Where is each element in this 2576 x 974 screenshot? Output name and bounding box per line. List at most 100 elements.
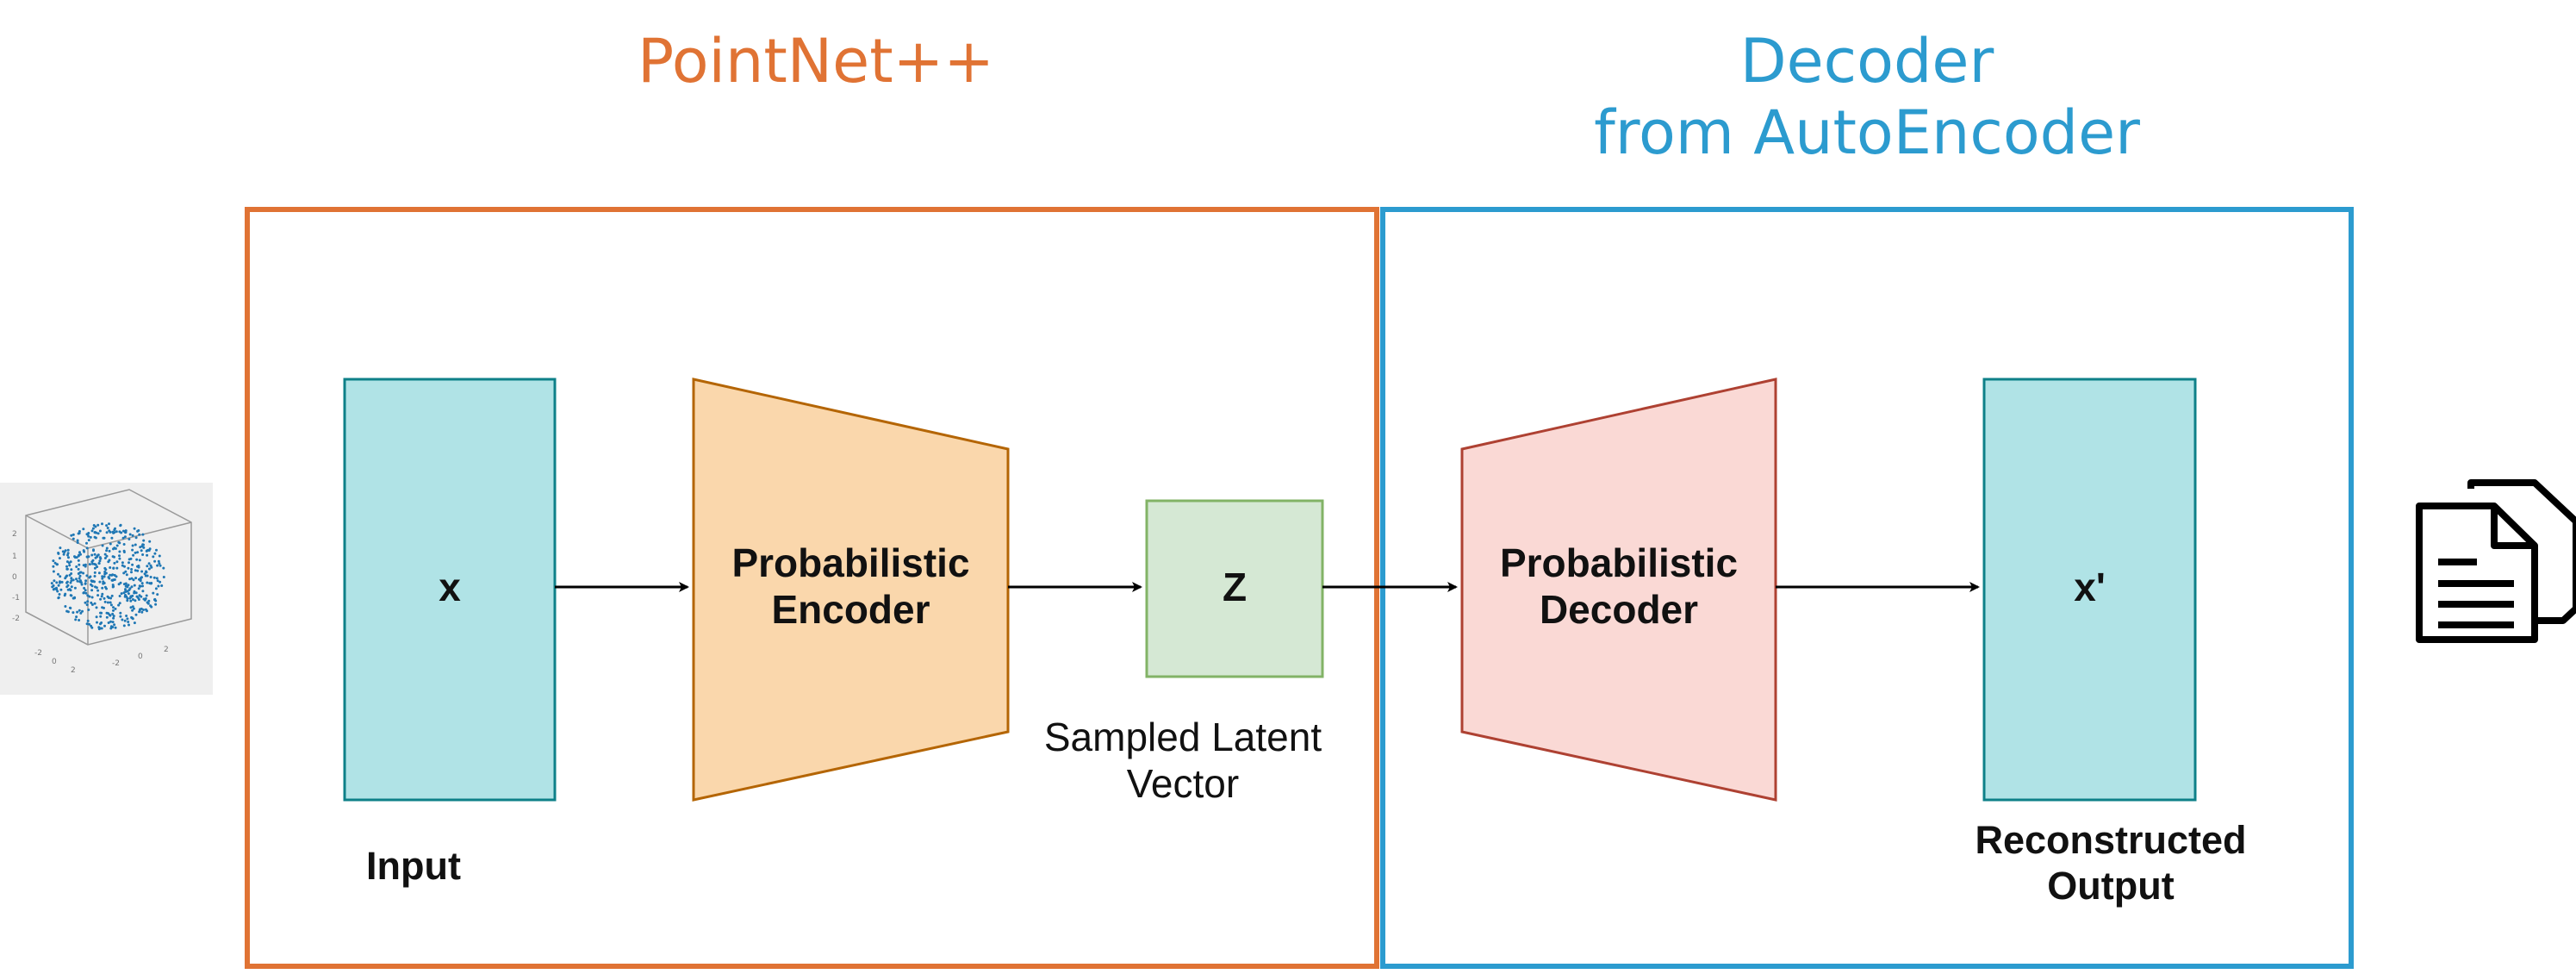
scatter-point (66, 548, 70, 552)
scatter-point (95, 606, 98, 609)
scatter-point (101, 586, 104, 590)
scatter-point (53, 587, 56, 590)
scatter-point (96, 589, 100, 592)
scatter-point (148, 540, 152, 543)
scatter-point (102, 580, 105, 584)
scatter-point (96, 565, 99, 569)
svg-text:-2: -2 (34, 649, 42, 658)
scatter-point (70, 568, 73, 571)
scatter-point (111, 584, 115, 587)
scatter-point (140, 570, 144, 573)
scatter-point (103, 566, 107, 570)
scatter-point (162, 566, 165, 570)
scatter-point (138, 559, 141, 562)
scatter-point (140, 595, 143, 598)
scatter-point (147, 562, 151, 565)
scatter-point (52, 559, 55, 563)
scatter-point (90, 553, 94, 557)
scatter-point (119, 615, 122, 618)
scatter-point (146, 565, 149, 568)
scatter-point (159, 564, 162, 567)
scatter-point (87, 609, 90, 611)
scatter-point (105, 531, 109, 534)
scatter-point (119, 611, 122, 615)
decoder-group-title: Decoder from AutoEncoder (1594, 26, 2140, 168)
scatter-point (131, 548, 134, 552)
scatter-point (131, 605, 134, 609)
scatter-point (101, 592, 104, 596)
scatter-point (60, 580, 64, 584)
scatter-point (149, 576, 152, 578)
scatter-point (79, 553, 82, 556)
scatter-point (70, 577, 73, 580)
scatter-point (77, 532, 80, 535)
scatter-point (152, 591, 155, 595)
latent-caption: Sampled Latent Vector (1043, 715, 1322, 807)
scatter-point (139, 608, 142, 611)
scatter-point (95, 615, 98, 619)
scatter-point (76, 541, 79, 544)
scatter-point (67, 561, 71, 565)
scatter-point (124, 570, 128, 573)
input-caption: Input (366, 844, 461, 888)
scatter-point (162, 576, 165, 578)
scatter-point (102, 582, 105, 585)
scatter-point (89, 535, 92, 539)
scatter-point (80, 583, 84, 586)
scatter-point (150, 582, 153, 584)
scatter-point (120, 531, 123, 534)
scatter-point (108, 559, 111, 562)
scatter-point (105, 554, 109, 558)
scatter-point (79, 611, 83, 615)
encoder-trapezoid (692, 378, 1010, 802)
scatter-point (93, 566, 96, 570)
scatter-point (93, 553, 96, 556)
scatter-point (147, 599, 151, 603)
scatter-point (56, 590, 59, 593)
scatter-point (109, 601, 112, 604)
scatter-point (108, 549, 111, 553)
scatter-point (50, 582, 53, 585)
scatter-point (84, 591, 88, 595)
svg-text:2: 2 (12, 530, 17, 539)
scatter-point (138, 584, 141, 588)
scatter-point (128, 623, 130, 627)
scatter-point (78, 577, 81, 580)
scatter-point (145, 594, 148, 597)
output-caption: Reconstructed Output (1975, 818, 2247, 908)
scatter-point (122, 583, 126, 586)
scatter-point (124, 531, 128, 534)
scatter-point (136, 551, 140, 554)
scatter-point (85, 541, 88, 545)
scatter-point (112, 609, 115, 612)
scatter-point (75, 565, 78, 568)
scatter-point (113, 623, 116, 627)
scatter-point (122, 571, 126, 575)
scatter-point (97, 562, 101, 565)
scatter-point (118, 554, 121, 558)
scatter-point (142, 539, 146, 542)
scatter-point (136, 529, 140, 533)
scatter-point (72, 596, 75, 600)
scatter-point (101, 522, 103, 526)
scatter-point (93, 575, 96, 578)
input-box (343, 378, 557, 802)
scatter-point (70, 585, 73, 589)
scatter-point (129, 606, 133, 609)
scatter-point (130, 571, 133, 574)
svg-text:-1: -1 (12, 594, 20, 603)
scatter-point (118, 602, 121, 605)
scatter-point (118, 550, 121, 553)
decoder-label: Probabilistic Decoder (1499, 540, 1739, 633)
scatter-point (126, 599, 129, 603)
scatter-point (112, 615, 115, 618)
scatter-point (84, 589, 87, 592)
scatter-point (108, 522, 110, 526)
scatter-point (137, 565, 140, 567)
scatter-point (62, 553, 65, 556)
scatter-point (99, 557, 103, 560)
scatter-point (103, 596, 106, 600)
scatter-point (87, 555, 90, 559)
scatter-point (157, 584, 160, 588)
scatter-point (55, 563, 59, 566)
